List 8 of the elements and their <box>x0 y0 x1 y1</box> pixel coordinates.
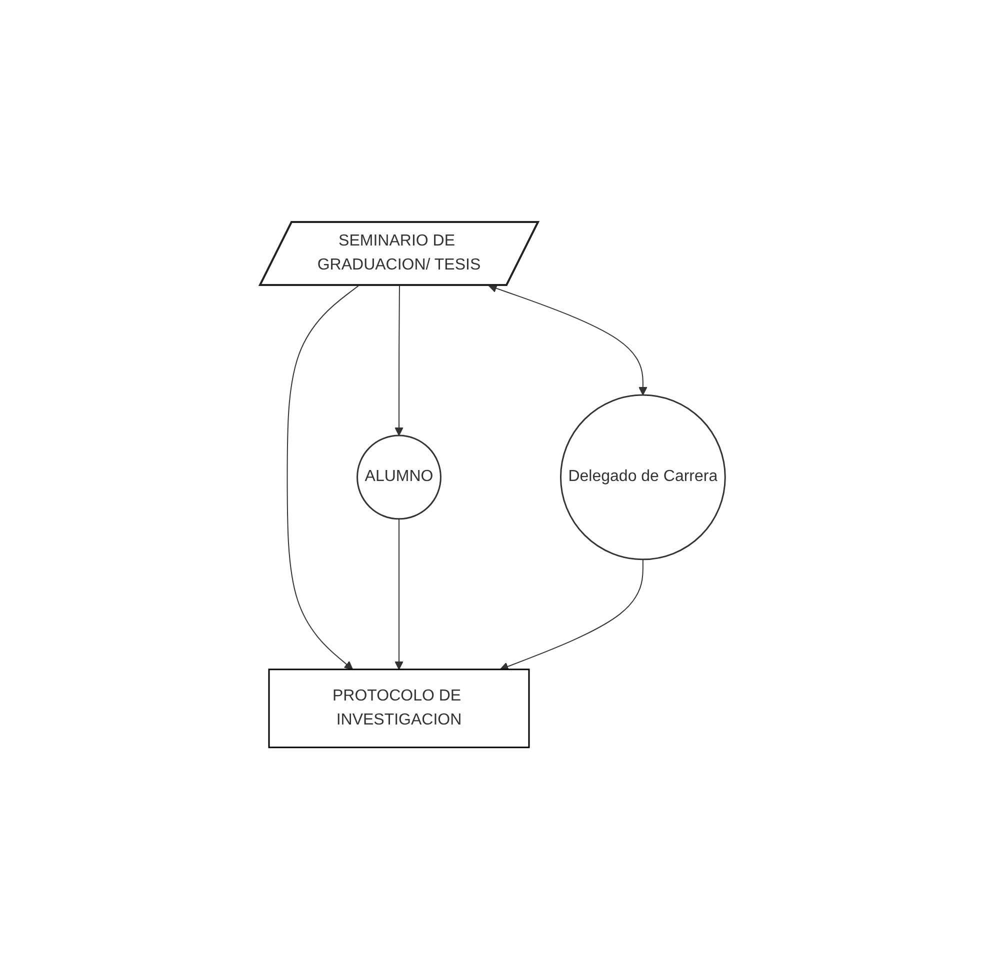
arrow <box>395 518 404 670</box>
arrow <box>500 558 644 670</box>
arrow <box>287 284 360 670</box>
arrow <box>395 284 404 436</box>
node-circle: ALUMNO <box>356 434 442 520</box>
node-box: PROTOCOLO DE INVESTIGACION <box>268 668 530 748</box>
arrow <box>488 284 648 396</box>
node-circle: Delegado de Carrera <box>560 394 726 560</box>
